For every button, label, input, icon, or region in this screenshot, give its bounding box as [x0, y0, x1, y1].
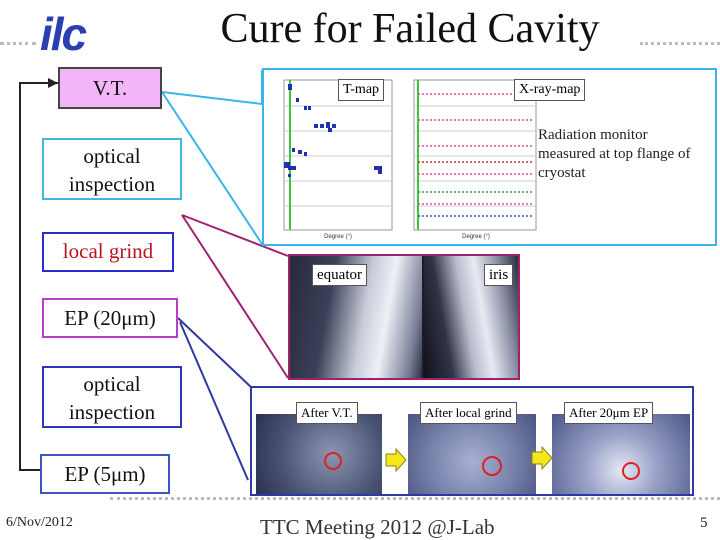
vt-connector — [161, 70, 263, 106]
after-vt-photo — [256, 414, 382, 494]
after-20um-ep-label: After 20μm EP — [564, 402, 654, 424]
result-panel: After V.T. After local grind After 20μm … — [250, 386, 694, 496]
flow-step-optical-inspection-1: optical inspection — [42, 138, 182, 200]
tmap-xaxis-label: Degree (°) — [324, 234, 352, 240]
after-vt-label: After V.T. — [296, 402, 358, 424]
xray-plot: Degree (°) — [413, 79, 537, 240]
tmap-label: T-map — [338, 79, 385, 101]
after-20um-ep-photo — [552, 414, 690, 494]
xray-map-label: X-ray-map — [514, 79, 586, 101]
page-title: Cure for Failed Cavity — [220, 6, 600, 52]
defect-marker-icon — [622, 462, 640, 480]
arrow-icon — [385, 448, 407, 472]
arrow-icon — [531, 446, 553, 470]
inspection-panel: equator iris — [288, 254, 520, 380]
footer-date: 6/Nov/2012 — [6, 515, 73, 530]
iris-label: iris — [484, 264, 514, 286]
radiation-note: Radiation monitor measured at top flange… — [538, 127, 691, 181]
flow-step-ep-5: EP (5μm) — [40, 454, 170, 494]
logo-text: ilc — [40, 8, 87, 60]
flow-step-optical-inspection-2: optical inspection — [42, 366, 182, 428]
top-left-dotted-line — [0, 42, 36, 45]
after-local-grind-label: After local grind — [420, 402, 517, 424]
footer-meeting: TTC Meeting 2012 @J-Lab — [260, 515, 495, 539]
top-right-dotted-line — [640, 42, 720, 45]
page-number: 5 — [700, 515, 708, 531]
result-connector — [177, 317, 253, 389]
bottom-dotted-line — [110, 497, 720, 500]
after-local-grind-photo — [408, 414, 536, 494]
flow-loop-line — [19, 82, 58, 471]
flow-step-ep-20: EP (20μm) — [42, 298, 178, 338]
xray-xaxis-label: Degree (°) — [462, 234, 490, 240]
flow-loop-arrowhead — [48, 78, 58, 88]
defect-marker-icon — [482, 456, 502, 476]
defect-marker-icon — [324, 452, 342, 470]
tmap-plot: Degree (°) — [283, 79, 393, 240]
inspection-connector — [181, 214, 289, 257]
vt-panel: Degree (°) Degree (°) T-map X-ray-map Ra… — [262, 68, 717, 246]
ilc-logo: ilc — [40, 8, 100, 60]
flow-step-local-grind: local grind — [42, 232, 174, 272]
flow-step-vt: V.T. — [58, 67, 162, 109]
equator-label: equator — [312, 264, 367, 286]
